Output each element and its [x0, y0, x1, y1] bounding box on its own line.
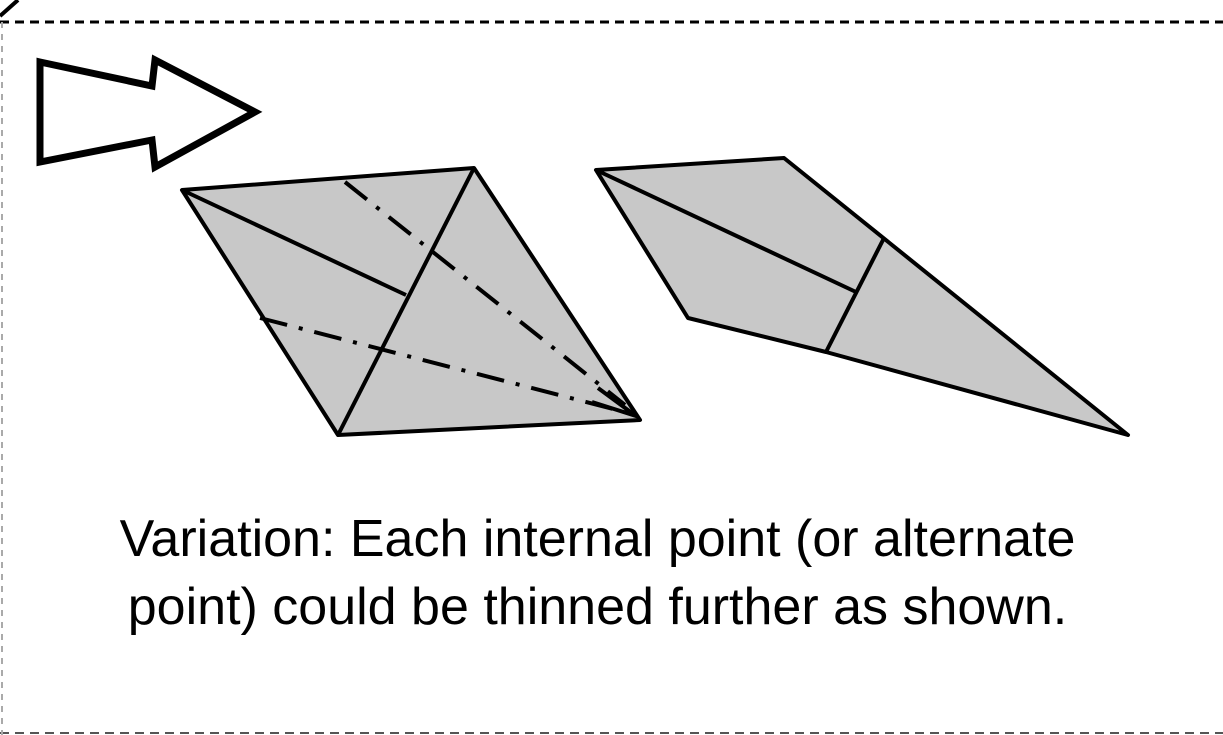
corner-mark: [0, 0, 20, 18]
folded-shape-before: [180, 166, 642, 437]
caption: Variation: Each internal point (or alter…: [0, 505, 1195, 641]
caption-line-2: point) could be thinned further as shown…: [127, 578, 1068, 636]
dash-dot-fold-line: [343, 180, 627, 407]
dash-dot-fold-line: [259, 316, 626, 414]
fold-arrowhead: [591, 386, 638, 418]
hollow-right-arrow-icon: [36, 54, 263, 173]
caption-line-1: Variation: Each internal point (or alter…: [119, 510, 1076, 568]
folded-shape-after: [594, 156, 1130, 437]
